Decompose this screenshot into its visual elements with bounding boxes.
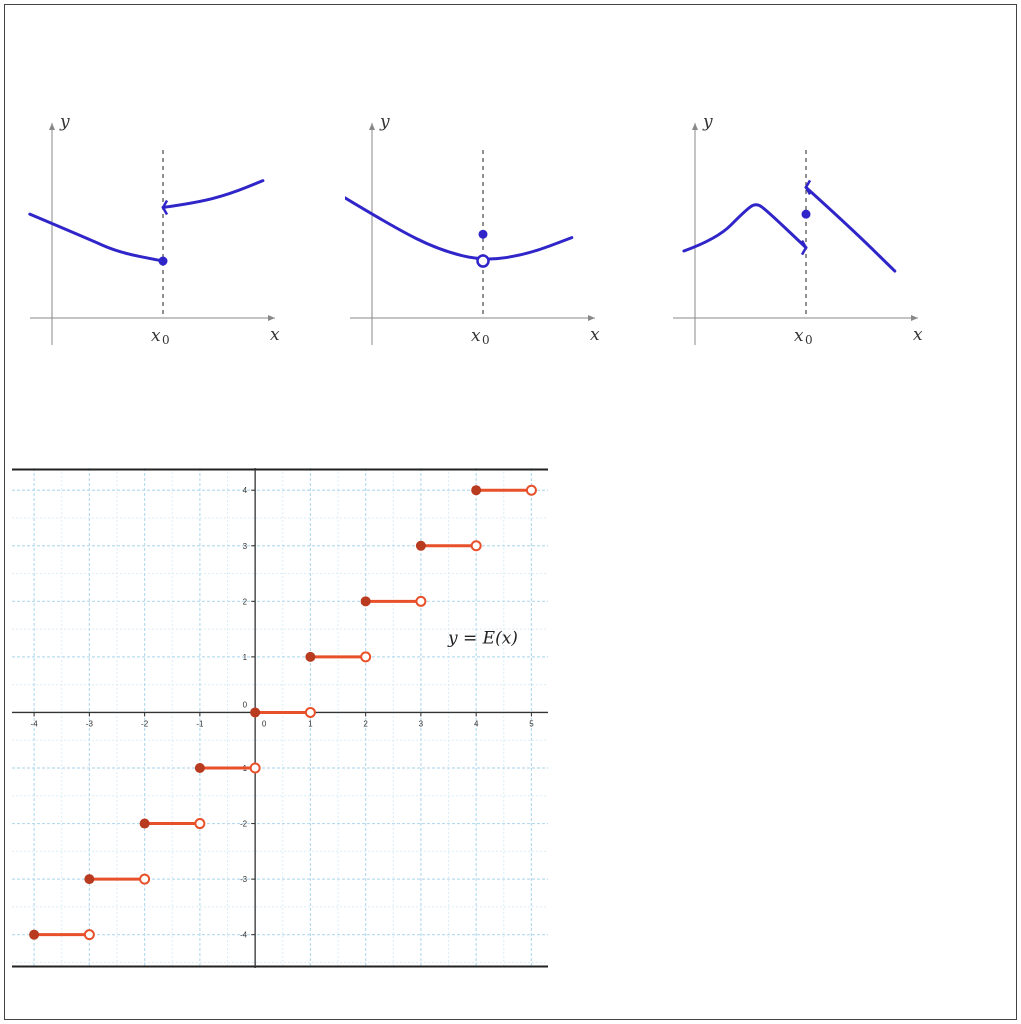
y-axis-label: y	[702, 112, 713, 132]
x0-label: x	[151, 326, 161, 346]
plot-background	[12, 468, 548, 968]
step-open-point-3	[194, 818, 206, 830]
step-closed-point-7	[360, 596, 371, 607]
x-axis-label: x	[590, 325, 600, 345]
open-bracket-right	[804, 179, 812, 195]
y-tick-label: 2	[243, 597, 248, 606]
x-axis-arrow	[911, 315, 918, 321]
curve-1	[28, 212, 165, 263]
x-tick-label: 3	[419, 719, 424, 728]
step-closed-point-3	[139, 818, 150, 829]
y-axis-label: y	[379, 112, 390, 132]
y-tick-label: 4	[243, 486, 248, 495]
step-closed-point-1	[29, 929, 40, 940]
x0-subscript: 0	[482, 333, 490, 347]
x-tick-label: 1	[308, 719, 313, 728]
y-axis-arrow	[369, 123, 375, 130]
open-point-1	[476, 254, 490, 268]
open-bracket	[161, 199, 169, 216]
curve-2	[161, 179, 265, 209]
x-axis-label: x	[913, 325, 923, 345]
x-tick-label: 0	[262, 719, 267, 728]
step-open-point-5	[304, 706, 316, 718]
y-tick-label: -2	[240, 820, 248, 829]
y-tick-label: -3	[240, 875, 248, 884]
y-tick-label: 1	[243, 653, 248, 662]
step-closed-point-5	[250, 707, 261, 718]
x0-label: x	[471, 326, 481, 346]
step-open-point-4	[249, 762, 261, 774]
y-axis-label: y	[59, 112, 70, 132]
y-tick-label: 3	[243, 542, 248, 551]
y-tick-label: 0	[243, 700, 248, 709]
y-tick-label: -4	[240, 931, 248, 940]
step-closed-point-9	[471, 485, 482, 496]
step-open-point-7	[415, 595, 427, 607]
x-axis-label: x	[270, 325, 280, 345]
step-open-point-8	[470, 540, 482, 552]
step-open-point-2	[139, 873, 151, 885]
x-tick-label: -2	[141, 719, 149, 728]
x-tick-label: 2	[363, 719, 368, 728]
step-open-point-9	[525, 484, 537, 496]
x-tick-label: 5	[529, 719, 534, 728]
step-closed-point-4	[194, 763, 205, 773]
curve-2	[804, 185, 897, 273]
filled-point-1	[801, 209, 811, 219]
x-tick-label: 4	[474, 719, 479, 728]
step-closed-point-2	[84, 874, 95, 885]
y-axis-arrow	[49, 123, 55, 130]
x-tick-label: -1	[196, 719, 204, 728]
step-open-point-6	[360, 651, 372, 663]
step-closed-point-6	[305, 651, 316, 662]
filled-point-1	[158, 256, 168, 266]
x-tick-label: -4	[31, 719, 39, 728]
x-tick-label: -3	[86, 719, 94, 728]
filled-point-2	[478, 229, 488, 239]
x-axis-arrow	[588, 315, 595, 321]
x0-subscript: 0	[805, 333, 813, 347]
curve-1	[682, 203, 808, 253]
function-label: y = E(x)	[447, 628, 518, 648]
open-bracket-left	[800, 240, 808, 256]
step-closed-point-8	[415, 540, 426, 551]
y-axis-arrow	[692, 123, 698, 130]
step-open-point-1	[83, 929, 95, 941]
x0-label: x	[794, 326, 804, 346]
x-axis-arrow	[268, 315, 275, 321]
curve-1	[345, 196, 574, 261]
x0-subscript: 0	[162, 333, 170, 347]
